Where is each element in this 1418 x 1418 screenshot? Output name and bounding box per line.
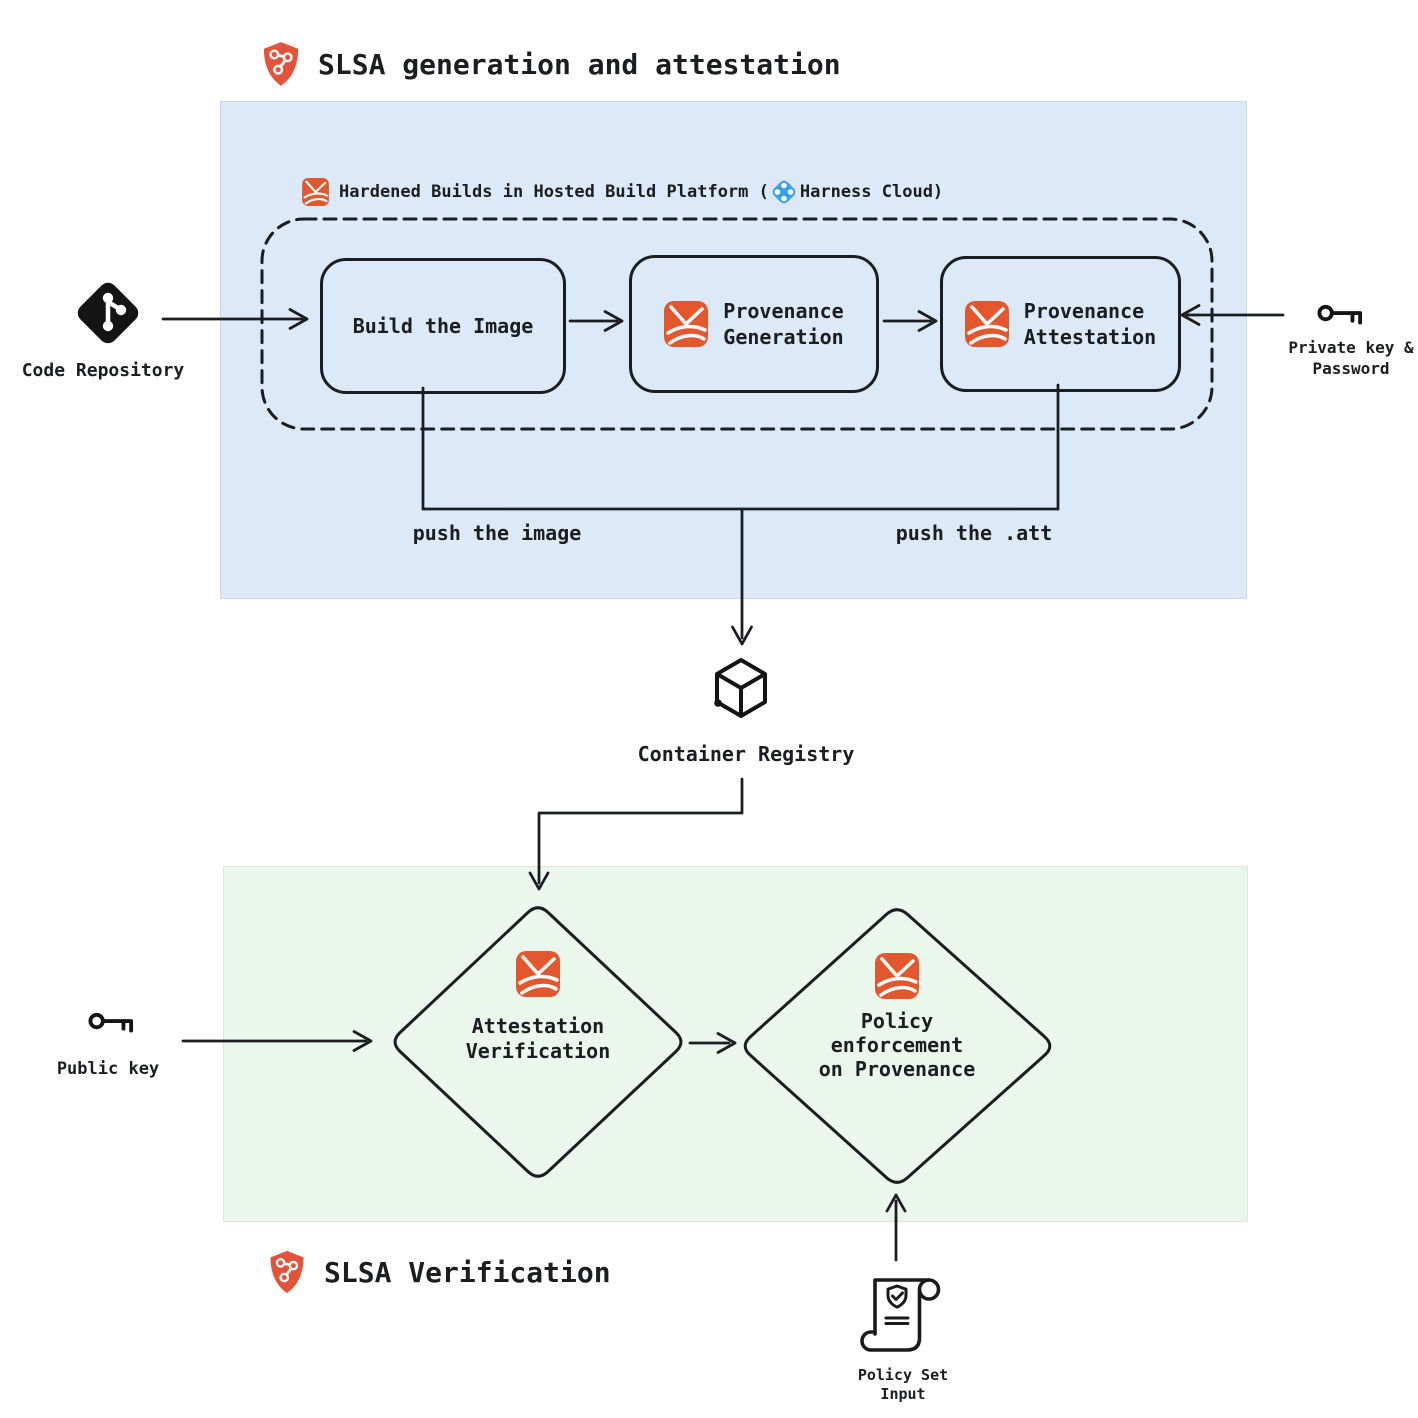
provatt-label-line1: Provenance xyxy=(1023,299,1145,323)
push-att-label: push the .att xyxy=(895,521,1053,545)
private-key-icon xyxy=(1317,304,1363,325)
attestation-envelope-icon xyxy=(516,951,560,997)
public-key-label: Public key xyxy=(56,1059,160,1079)
policy-enforcement-label: Policy enforcement on Provenance xyxy=(818,1009,976,1081)
platform-label-suffix: Harness Cloud) xyxy=(799,182,944,202)
harness-cloud-icon xyxy=(772,180,796,204)
provgen-label-line2: Generation xyxy=(723,325,844,349)
public-key-icon xyxy=(88,1012,134,1033)
provatt-label-line2: Attestation xyxy=(1023,325,1157,349)
verification-panel xyxy=(223,866,1248,1222)
node-provenance-attestation: Provenance Attestation xyxy=(940,256,1181,392)
push-image-label: push the image xyxy=(412,521,582,545)
slsa-shield-icon xyxy=(270,1250,304,1294)
attestation-verification-label: Attestation Verification xyxy=(465,1014,611,1063)
container-registry-label: Container Registry xyxy=(637,742,855,766)
policy-set-input-label: Policy Set Input xyxy=(857,1366,949,1403)
container-registry-icon xyxy=(714,658,767,718)
platform-label-prefix: Hardened Builds in Hosted Build Platform… xyxy=(339,182,769,202)
attestation-envelope-icon xyxy=(964,301,1009,347)
private-key-label: Private key & Password xyxy=(1288,338,1414,378)
code-repository-label: Code Repository xyxy=(21,360,185,381)
verification-title-row: SLSA Verification xyxy=(268,1250,611,1294)
attestation-envelope-icon xyxy=(302,178,329,206)
build-node-label: Build the Image xyxy=(352,314,534,338)
generation-title-row: SLSA generation and attestation xyxy=(262,40,841,88)
platform-label-row: Hardened Builds in Hosted Build Platform… xyxy=(302,177,943,207)
node-build-the-image: Build the Image xyxy=(320,258,566,394)
generation-title: SLSA generation and attestation xyxy=(318,47,841,81)
policy-set-input-icon xyxy=(860,1278,941,1352)
node-provenance-generation: Provenance Generation xyxy=(629,255,879,393)
attestation-envelope-icon xyxy=(875,953,919,999)
verification-title: SLSA Verification xyxy=(324,1255,611,1289)
slsa-shield-icon xyxy=(263,42,299,86)
attestation-envelope-icon xyxy=(664,301,709,347)
git-icon xyxy=(77,282,139,344)
provgen-label-line1: Provenance xyxy=(723,299,844,323)
